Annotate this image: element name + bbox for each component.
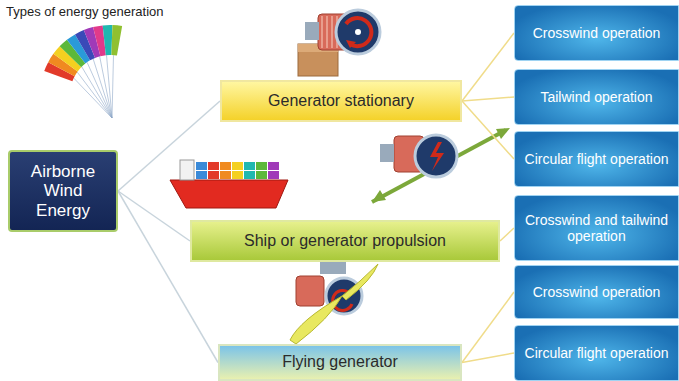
connector <box>462 353 514 363</box>
node-label: Airborne Wind Energy <box>16 162 110 221</box>
mode-box: Circular flight operation <box>514 131 679 187</box>
mode-box: Crosswind operation <box>514 5 679 61</box>
ship <box>170 160 288 208</box>
connector <box>462 101 514 159</box>
node-label: Crosswind operation <box>533 25 661 41</box>
node-label: Crosswind and tailwind operation <box>521 212 672 244</box>
kite <box>44 25 122 118</box>
connector <box>118 191 218 363</box>
generator-arrow <box>372 128 510 202</box>
connector <box>500 228 514 241</box>
connector <box>462 292 514 363</box>
node-label: Circular flight operation <box>525 151 669 167</box>
node-label: Flying generator <box>282 353 398 371</box>
diagram-title: Types of energy generation <box>6 4 164 19</box>
connector <box>118 101 220 191</box>
connector <box>118 191 190 241</box>
flying-generator <box>290 262 378 344</box>
connector <box>462 33 514 101</box>
generator-top <box>298 10 380 76</box>
node-label: Crosswind operation <box>533 284 661 300</box>
node-label: Tailwind operation <box>540 89 652 105</box>
category-box: Flying generator <box>218 344 462 381</box>
category-box: Ship or generator propulsion <box>190 220 500 262</box>
connector <box>462 97 514 101</box>
mode-box: Crosswind operation <box>514 265 679 319</box>
node-label: Circular flight operation <box>525 345 669 361</box>
mode-box: Crosswind and tailwind operation <box>514 195 679 261</box>
mode-box: Tailwind operation <box>514 69 679 125</box>
mode-box: Circular flight operation <box>514 325 679 381</box>
node-label: Generator stationary <box>268 92 414 110</box>
category-box: Generator stationary <box>220 80 462 122</box>
node-label: Ship or generator propulsion <box>244 232 446 250</box>
root-box: Airborne Wind Energy <box>8 150 118 232</box>
